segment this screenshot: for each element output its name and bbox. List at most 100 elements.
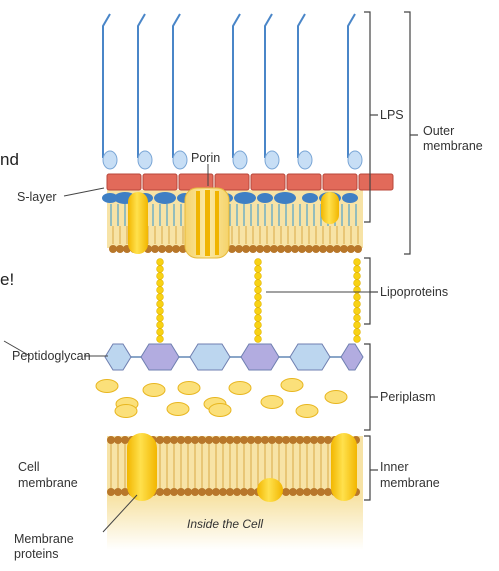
lipid-head xyxy=(184,436,192,444)
lipid-head xyxy=(170,488,178,496)
outer-membrane-proteins xyxy=(128,192,339,254)
lipid-head xyxy=(270,245,278,253)
lipid-head xyxy=(247,488,255,496)
periplasm-molecule xyxy=(142,383,166,397)
lps-oligosaccharide xyxy=(102,150,118,170)
lipoprotein-bead xyxy=(254,307,262,315)
lipid-head xyxy=(298,245,306,253)
lps-core xyxy=(274,192,296,204)
s-layer-label: S-layer xyxy=(17,190,57,204)
lipid-head xyxy=(235,245,243,253)
membrane-proteins-label-line2: proteins xyxy=(14,547,59,561)
lipid-head xyxy=(317,488,325,496)
membrane-proteins-label-line1: Membrane xyxy=(14,532,74,546)
lipid-head xyxy=(354,245,362,253)
s-layer-block xyxy=(322,173,358,191)
lipid-head xyxy=(340,245,348,253)
lipid-head xyxy=(303,436,311,444)
lipid-head xyxy=(333,245,341,253)
lipid-head xyxy=(121,488,129,496)
lipoprotein-bead xyxy=(156,314,164,322)
lipoprotein-bead xyxy=(156,328,164,336)
lipid-head xyxy=(170,436,178,444)
lipid-head xyxy=(109,245,117,253)
membrane-proteins-leader xyxy=(102,494,138,533)
lps-oligosaccharide xyxy=(137,150,153,170)
lipid-head xyxy=(296,436,304,444)
inner-membrane-label-line1: Inner xyxy=(380,460,409,474)
lipoprotein-bead xyxy=(254,300,262,308)
lps-oligosaccharide xyxy=(232,150,248,170)
lipid-head xyxy=(205,436,213,444)
peptidoglycan-unit xyxy=(140,343,180,371)
lipid-head xyxy=(219,436,227,444)
lipid-head xyxy=(156,436,164,444)
lipid-head xyxy=(317,436,325,444)
lipoprotein-bead xyxy=(353,265,361,273)
periplasm-molecule xyxy=(295,404,319,418)
lps-core xyxy=(154,192,176,204)
periplasm-ovals xyxy=(95,378,348,418)
peptidoglycan-unit xyxy=(104,343,132,371)
lipid-head xyxy=(226,436,234,444)
periplasm-label: Periplasm xyxy=(380,390,436,404)
lipoprotein-bracket xyxy=(364,257,371,325)
lipid-head xyxy=(249,245,257,253)
lipoprotein-bead xyxy=(156,272,164,280)
periplasm-molecule xyxy=(228,381,252,395)
lipid-head xyxy=(198,436,206,444)
peptidoglycan-unit xyxy=(240,343,280,371)
lipid-head xyxy=(305,245,313,253)
lipoprotein-bead xyxy=(353,300,361,308)
inner-membrane-protein xyxy=(331,433,357,501)
inner-membrane-protein xyxy=(257,478,283,502)
lipoprotein-bead xyxy=(156,307,164,315)
lipoprotein-bead xyxy=(254,335,262,343)
peptidoglycan-layer xyxy=(104,343,364,371)
s-layer-block xyxy=(106,173,142,191)
peptidoglycan-unit xyxy=(289,343,331,371)
lipid-head xyxy=(114,436,122,444)
lipid-head xyxy=(282,488,290,496)
inside-cell-label: Inside the Cell xyxy=(187,517,264,531)
lps-chain xyxy=(264,13,273,158)
lipoprotein-bead xyxy=(254,272,262,280)
lipoprotein-bead xyxy=(254,321,262,329)
lipoprotein-bead xyxy=(156,279,164,287)
lipid-head xyxy=(312,245,320,253)
lipid-head xyxy=(156,488,164,496)
lipoprotein-bead xyxy=(353,272,361,280)
lipid-head xyxy=(310,488,318,496)
lps-oligosaccharide xyxy=(297,150,313,170)
lipid-head xyxy=(277,245,285,253)
peptidoglycan-unit xyxy=(340,343,364,371)
lipid-head xyxy=(310,436,318,444)
lps-chain xyxy=(102,13,111,158)
periplasm-molecule xyxy=(324,390,348,404)
lps-core xyxy=(102,193,118,203)
lipoprotein-bead xyxy=(156,258,164,266)
lipid-head xyxy=(326,245,334,253)
lipoprotein-bead xyxy=(156,321,164,329)
lipoprotein-bead xyxy=(353,279,361,287)
lipid-head xyxy=(163,488,171,496)
lipid-head xyxy=(247,436,255,444)
lps-chain xyxy=(172,13,181,158)
lipoprotein-bead xyxy=(254,279,262,287)
outer-membrane-protein xyxy=(321,192,339,224)
lipoprotein-bead xyxy=(254,314,262,322)
lipid-head xyxy=(191,488,199,496)
lipid-head xyxy=(151,245,159,253)
lipid-head xyxy=(291,245,299,253)
periplasm-molecule xyxy=(260,395,284,409)
lipid-head xyxy=(191,436,199,444)
s-layer-block xyxy=(142,173,178,191)
periplasm-bracket xyxy=(364,343,371,431)
lipoprotein-bead xyxy=(156,265,164,273)
lipid-head xyxy=(256,245,264,253)
lipid-head xyxy=(254,436,262,444)
lps-chain xyxy=(232,13,241,158)
lps-chain xyxy=(347,13,356,158)
lipid-head xyxy=(107,436,115,444)
